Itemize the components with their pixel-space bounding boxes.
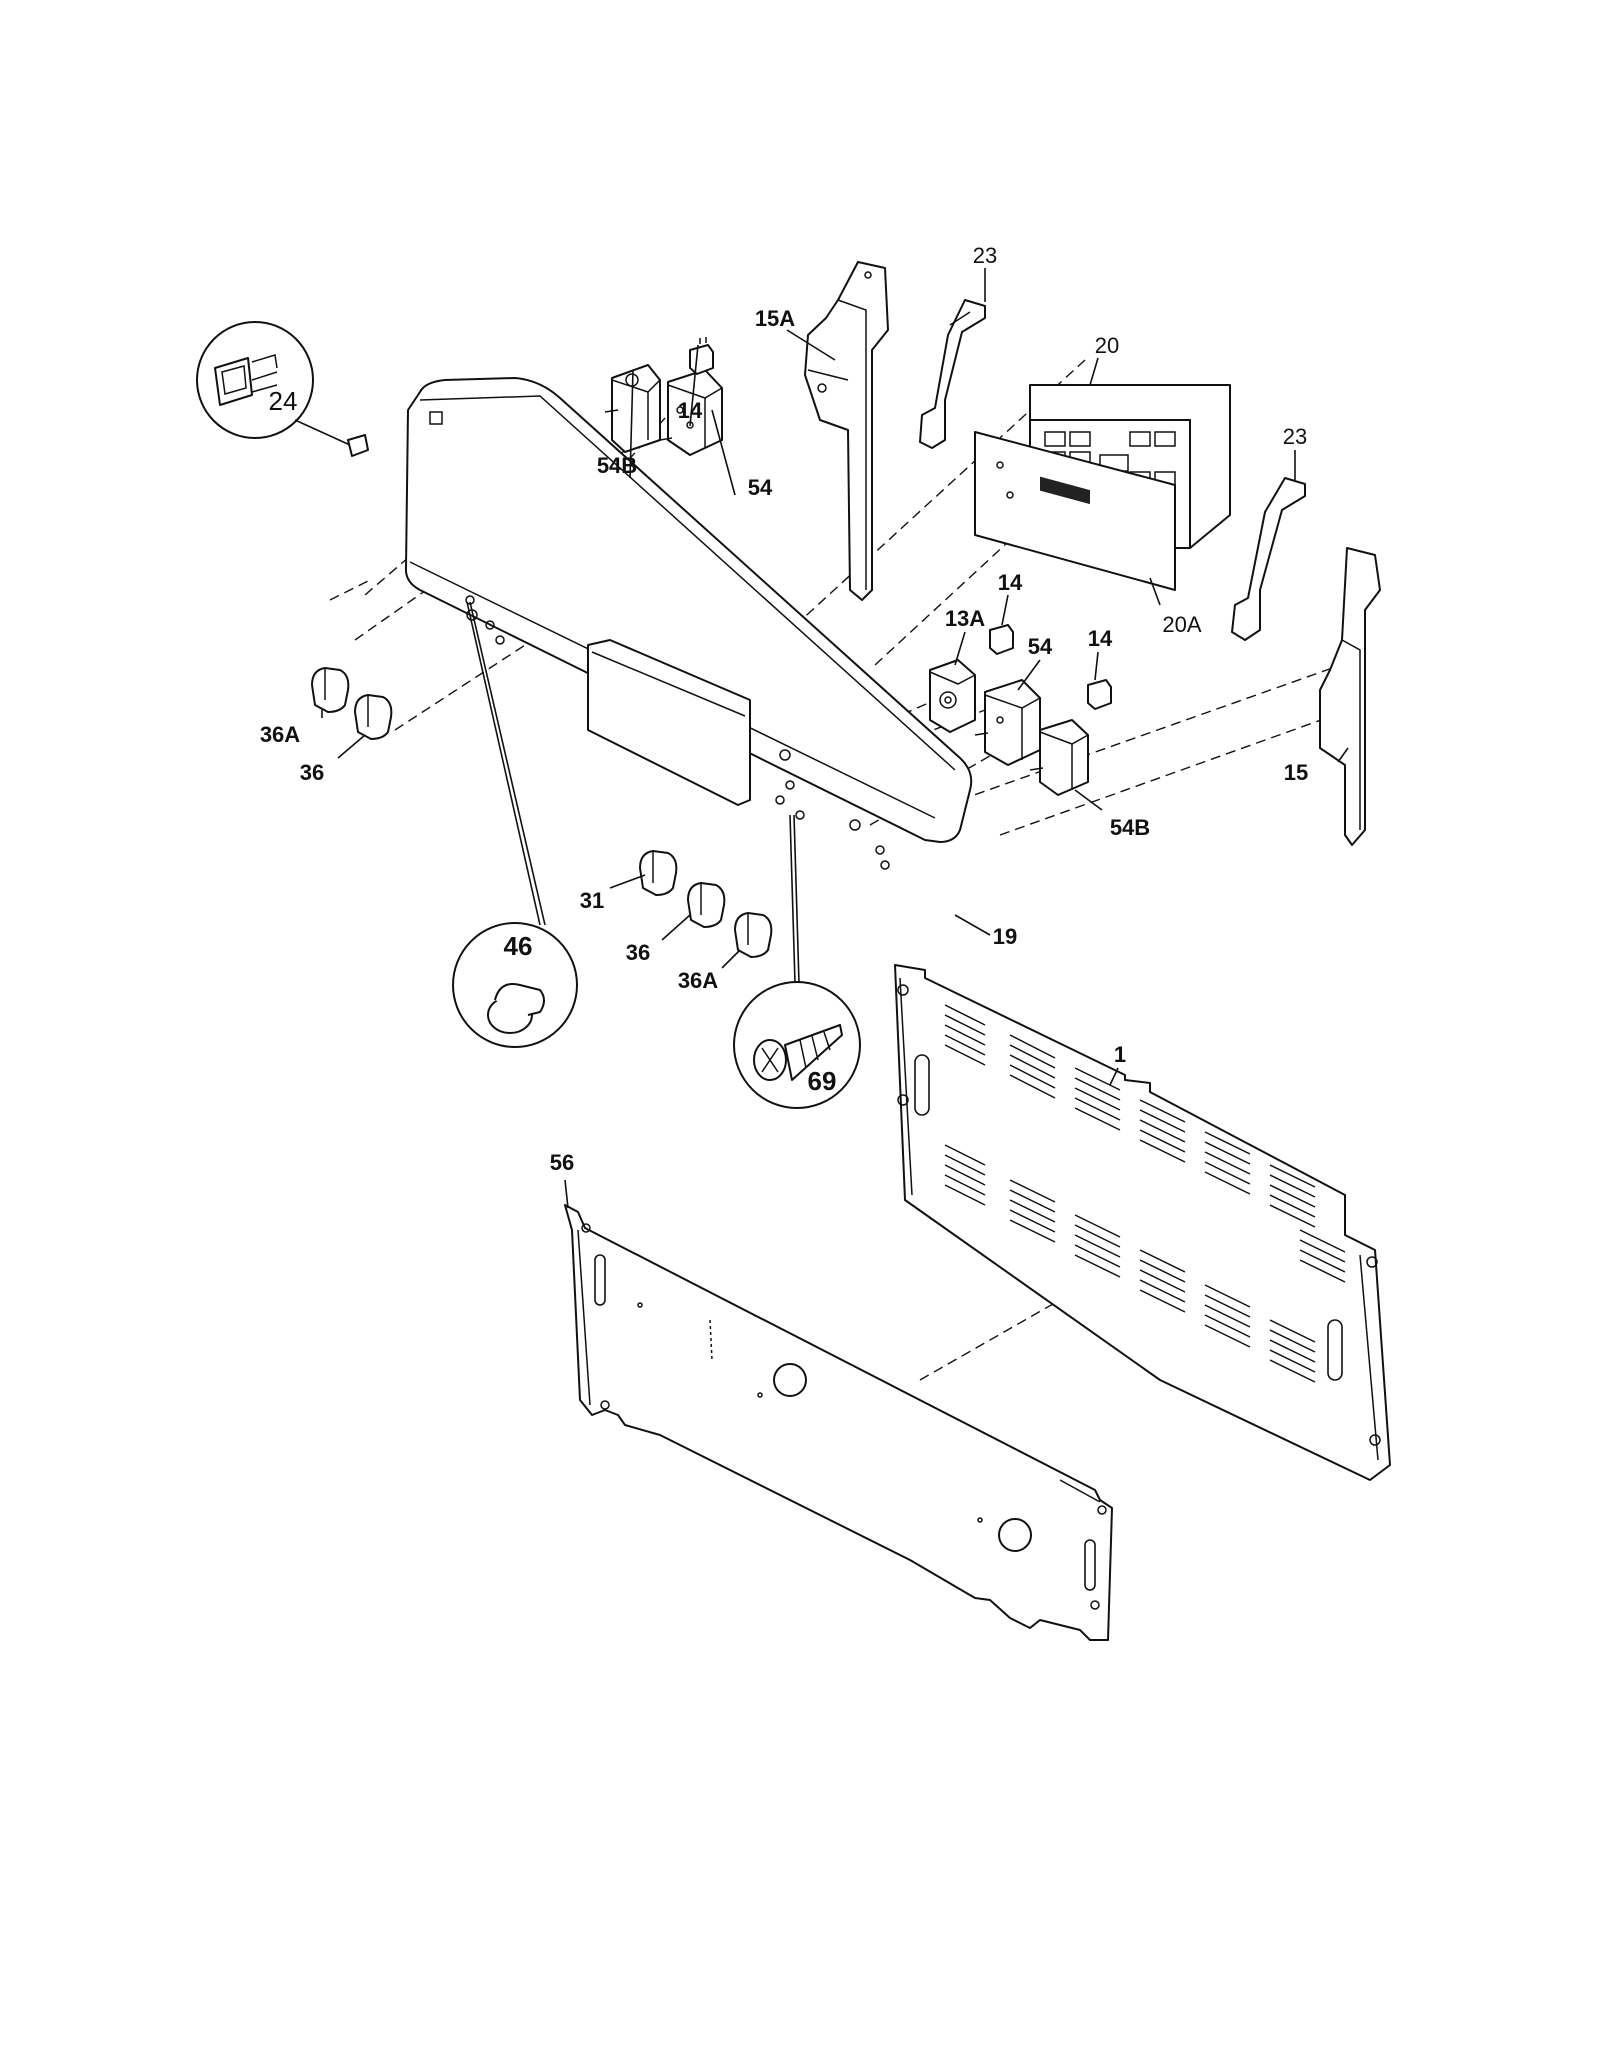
label-leaders: [321, 268, 1349, 1209]
label-69: 69: [808, 1066, 837, 1096]
terminal-block-14-upper: [689, 337, 714, 375]
label-56: 56: [550, 1150, 574, 1175]
end-bracket-15: [1319, 547, 1381, 846]
knob-36A-left: [311, 667, 350, 713]
label-15: 15: [1284, 760, 1308, 785]
rear-panel-56: [564, 1204, 1113, 1641]
knob-31: [639, 850, 678, 896]
terminal-block-14-mid: [989, 624, 1014, 655]
callout-24: [196, 321, 369, 457]
trim-hook-23-left: [919, 299, 986, 449]
knob-36-right: [687, 882, 726, 928]
label-46: 46: [504, 931, 533, 961]
callout-69: [733, 814, 861, 1109]
label-19: 19: [993, 924, 1017, 949]
label-23-left: 23: [973, 243, 997, 268]
label-54B-lower: 54B: [1110, 815, 1150, 840]
label-14-mid: 14: [998, 570, 1023, 595]
label-1: 1: [1114, 1042, 1126, 1067]
label-36A-left: 36A: [260, 722, 300, 747]
label-36-right: 36: [626, 940, 650, 965]
label-23-right: 23: [1283, 424, 1307, 449]
label-36A-right: 36A: [678, 968, 718, 993]
label-20: 20: [1095, 333, 1119, 358]
label-54B-upper: 54B: [597, 453, 637, 478]
end-bracket-15A: [804, 261, 889, 601]
knob-36A-right: [734, 912, 773, 958]
label-20A: 20A: [1162, 612, 1201, 637]
terminal-block-14-right: [1087, 679, 1112, 710]
control-overlay-20A: [974, 431, 1176, 591]
switch-13A: [929, 659, 976, 733]
label-15A: 15A: [755, 306, 795, 331]
label-36-left: 36: [300, 760, 324, 785]
label-54-upper: 54: [748, 475, 773, 500]
control-panel-19: [404, 377, 973, 870]
callout-46: [452, 601, 578, 1048]
part-labels: 23 23 20 20A 15A 15 14 14 14 54B 54B 54 …: [260, 243, 1308, 1175]
knob-36-left: [354, 694, 393, 740]
louver-vents: [944, 1004, 1346, 1383]
label-14-upper: 14: [678, 398, 703, 423]
trim-hook-23-right: [1231, 477, 1306, 641]
infinite-switch-54-lower: [974, 679, 1041, 766]
label-54-lower: 54: [1028, 634, 1053, 659]
switch-54B-lower: [1029, 719, 1089, 796]
label-13A: 13A: [945, 606, 985, 631]
label-31: 31: [580, 888, 604, 913]
infinite-switch-54-upper: [659, 369, 723, 456]
label-24: 24: [269, 386, 298, 416]
rear-panel-1: [894, 964, 1391, 1481]
label-14-right: 14: [1088, 626, 1113, 651]
